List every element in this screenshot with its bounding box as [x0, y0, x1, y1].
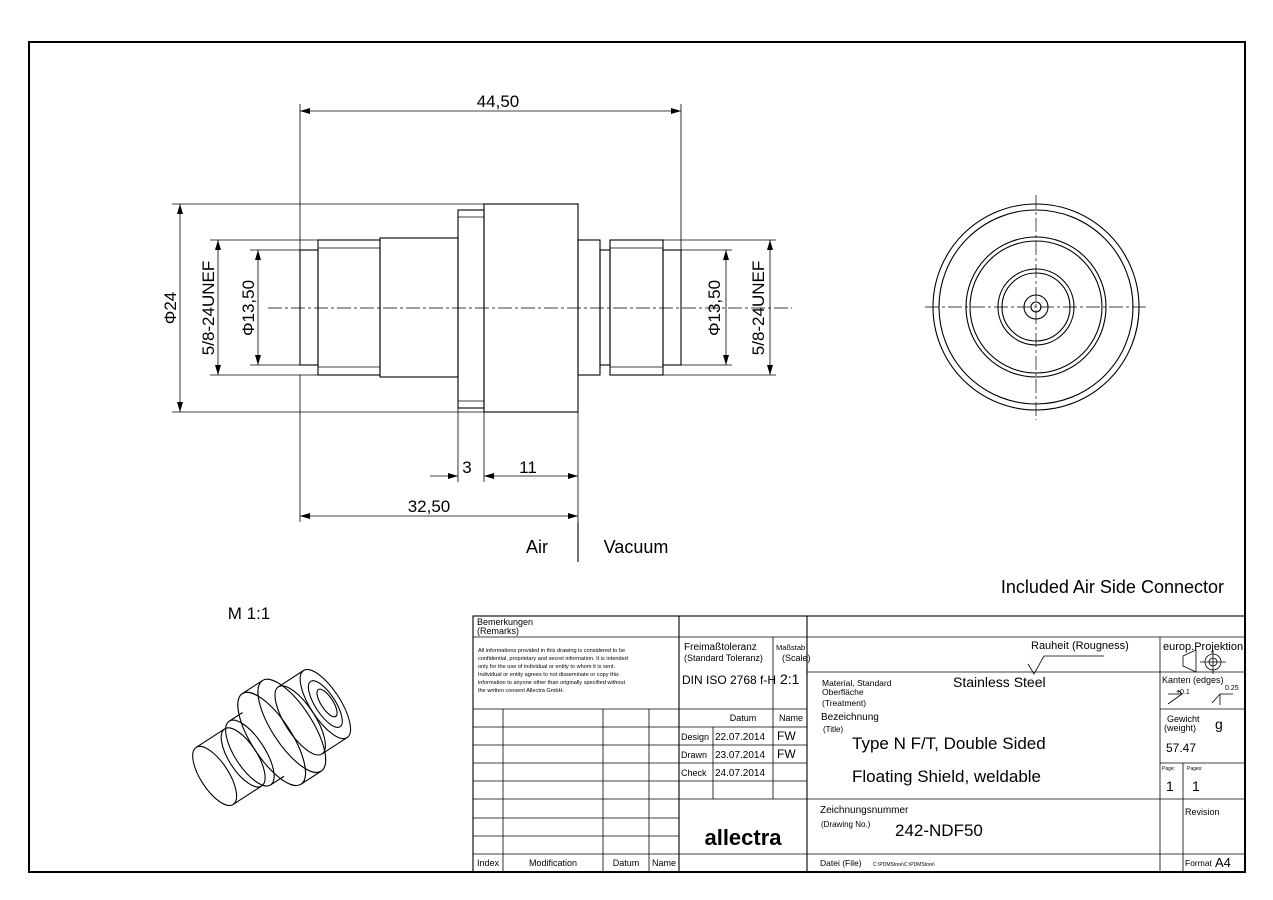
- rev-header-index: Index: [477, 858, 500, 868]
- front-view: [268, 203, 792, 413]
- drawing-number-subtitle: (Drawing No.): [821, 820, 871, 829]
- dim-air-length: 32,50: [408, 497, 451, 516]
- row-drawn-name: FW: [777, 747, 796, 761]
- edge-tolerance-2: 0.25: [1225, 685, 1239, 692]
- title-line-1: Type N F/T, Double Sided: [852, 734, 1046, 753]
- title-block: [472, 615, 1246, 873]
- remarks-line-2: confidential, proprietary and secret inf…: [478, 656, 628, 662]
- material-label-2: Oberfläche: [822, 687, 864, 697]
- projection-label: europ.Projektion: [1163, 641, 1243, 653]
- tolerance-title: Freimaßtoleranz: [684, 642, 757, 653]
- row-design-name: FW: [777, 729, 796, 743]
- format-value: A4: [1215, 855, 1231, 870]
- dim-vacuum-length: 11: [519, 458, 537, 477]
- title-label: Bezeichnung: [821, 712, 879, 723]
- weight-unit: g: [1215, 716, 1223, 732]
- rev-header-datum: Datum: [613, 858, 640, 868]
- edges-label: Kanten (edges): [1162, 675, 1224, 685]
- title-line-2: Floating Shield, weldable: [852, 767, 1041, 786]
- pages-value: 1: [1192, 778, 1200, 794]
- remarks-line-3: only for the use of individual or entity…: [478, 664, 616, 670]
- row-drawn-date: 23.07.2014: [715, 750, 765, 761]
- rev-header-name: Name: [652, 858, 676, 868]
- isometric-view: [192, 668, 352, 807]
- scale-title: Maßstab: [776, 643, 805, 652]
- revision-label: Revision: [1185, 807, 1220, 817]
- dim-bore-left: Φ13,50: [239, 280, 258, 336]
- dim-bore-right: Φ13,50: [705, 280, 724, 336]
- rev-header-modification: Modification: [529, 858, 577, 868]
- page-label: Page:: [1162, 766, 1175, 772]
- material-value: Stainless Steel: [953, 674, 1046, 690]
- dimension-texts: 44,50 Φ24 5/8-24UNEF Φ13,50 Φ13,50 5/8-2…: [161, 92, 1224, 623]
- label-air: Air: [526, 537, 548, 557]
- weight-subtitle: (weight): [1164, 723, 1196, 733]
- remarks-title: Bemerkungen: [477, 617, 533, 627]
- pages-label: Pages:: [1187, 766, 1203, 772]
- iso-scale-label: M 1:1: [228, 604, 271, 623]
- datum-header: Datum: [730, 713, 757, 723]
- sheet-border: [28, 41, 1246, 873]
- title-subtitle: (Title): [823, 725, 843, 734]
- remarks-line-1: All informations provided in this drawin…: [478, 648, 625, 654]
- row-check-date: 24.07.2014: [715, 768, 765, 779]
- file-path: C:\PDMStore\C:\PDMStore\: [873, 862, 935, 868]
- edge-tolerance-1: +0.1: [1176, 689, 1190, 696]
- drawing-number-label: Zeichnungsnummer: [820, 805, 909, 816]
- title-block-texts: Bemerkungen (Remarks) All informations p…: [477, 617, 1243, 870]
- allectra-logo: allectra: [704, 825, 782, 850]
- remarks-line-4: Individual or entity agrees to not disse…: [478, 672, 619, 678]
- dim-outer-diameter: Φ24: [161, 292, 180, 324]
- file-label: Datei (File): [820, 858, 862, 868]
- row-drawn-label: Drawn: [681, 750, 707, 760]
- note-included-connector: Included Air Side Connector: [1001, 577, 1224, 597]
- drawing-number: 242-NDF50: [895, 821, 983, 840]
- remarks-line-6: the written consent Allectra GmbH.: [478, 688, 565, 694]
- dim-overall-length: 44,50: [477, 92, 520, 111]
- dim-thread-right: 5/8-24UNEF: [749, 261, 768, 355]
- scale-subtitle: (Scale): [782, 653, 811, 663]
- name-header: Name: [779, 713, 803, 723]
- material-label-3: (Treatment): [822, 698, 866, 708]
- row-design-label: Design: [681, 732, 709, 742]
- tolerance-value: DIN ISO 2768 f-H: [682, 673, 776, 687]
- roughness-label: Rauheit (Rougness): [1031, 640, 1129, 652]
- tolerance-subtitle: (Standard Toleranz): [684, 653, 763, 663]
- side-view: [925, 195, 1148, 420]
- dim-flange-thickness: 3: [462, 458, 471, 477]
- page-value: 1: [1166, 778, 1174, 794]
- row-check-label: Check: [681, 768, 707, 778]
- weight-value: 57.47: [1166, 741, 1196, 755]
- weight-label: Gewicht: [1167, 714, 1200, 724]
- scale-value: 2:1: [780, 671, 800, 687]
- label-vacuum: Vacuum: [604, 537, 669, 557]
- material-label-1: Material, Standard: [822, 678, 892, 688]
- remarks-subtitle: (Remarks): [477, 626, 519, 636]
- format-label: Format: [1185, 858, 1213, 868]
- dimension-lines: [172, 104, 776, 562]
- row-design-date: 22.07.2014: [715, 732, 765, 743]
- dim-thread-left: 5/8-24UNEF: [199, 261, 218, 355]
- remarks-line-5: information to anyone other than origina…: [478, 680, 626, 686]
